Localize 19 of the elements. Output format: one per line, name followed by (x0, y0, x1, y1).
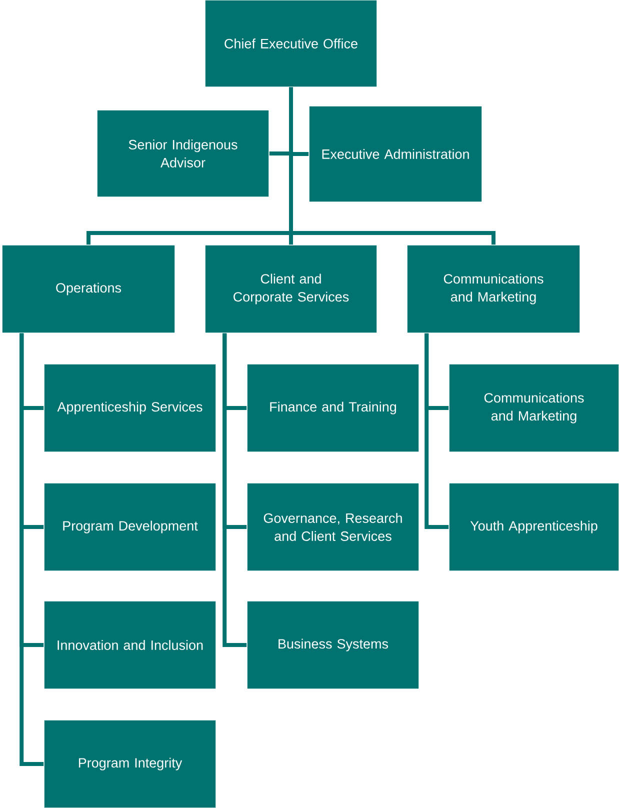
org-box: Communications and Marketing (406, 244, 580, 334)
org-box: Program Development (44, 482, 216, 572)
org-box: Innovation and Inclusion (44, 600, 216, 690)
org-box: Communications and Marketing (448, 364, 619, 452)
org-box: Youth Apprenticeship (448, 482, 619, 572)
org-box: Apprenticeship Services (44, 364, 216, 452)
org-box: Senior Indigenous Advisor (96, 110, 270, 198)
org-box: Client and Corporate Services (204, 244, 378, 334)
org-box: Program Integrity (44, 720, 216, 808)
org-box: Finance and Training (246, 364, 420, 452)
org-box: Executive Administration (308, 106, 482, 202)
connector-line (424, 333, 449, 529)
connector-line (289, 87, 496, 245)
org-box: Business Systems (246, 600, 420, 690)
org-box: Chief Executive Office (204, 0, 378, 88)
org-box: Governance, Research and Client Services (246, 482, 420, 572)
org-box: Operations (2, 244, 176, 334)
connector-line (222, 333, 247, 647)
connector-line (20, 333, 44, 766)
